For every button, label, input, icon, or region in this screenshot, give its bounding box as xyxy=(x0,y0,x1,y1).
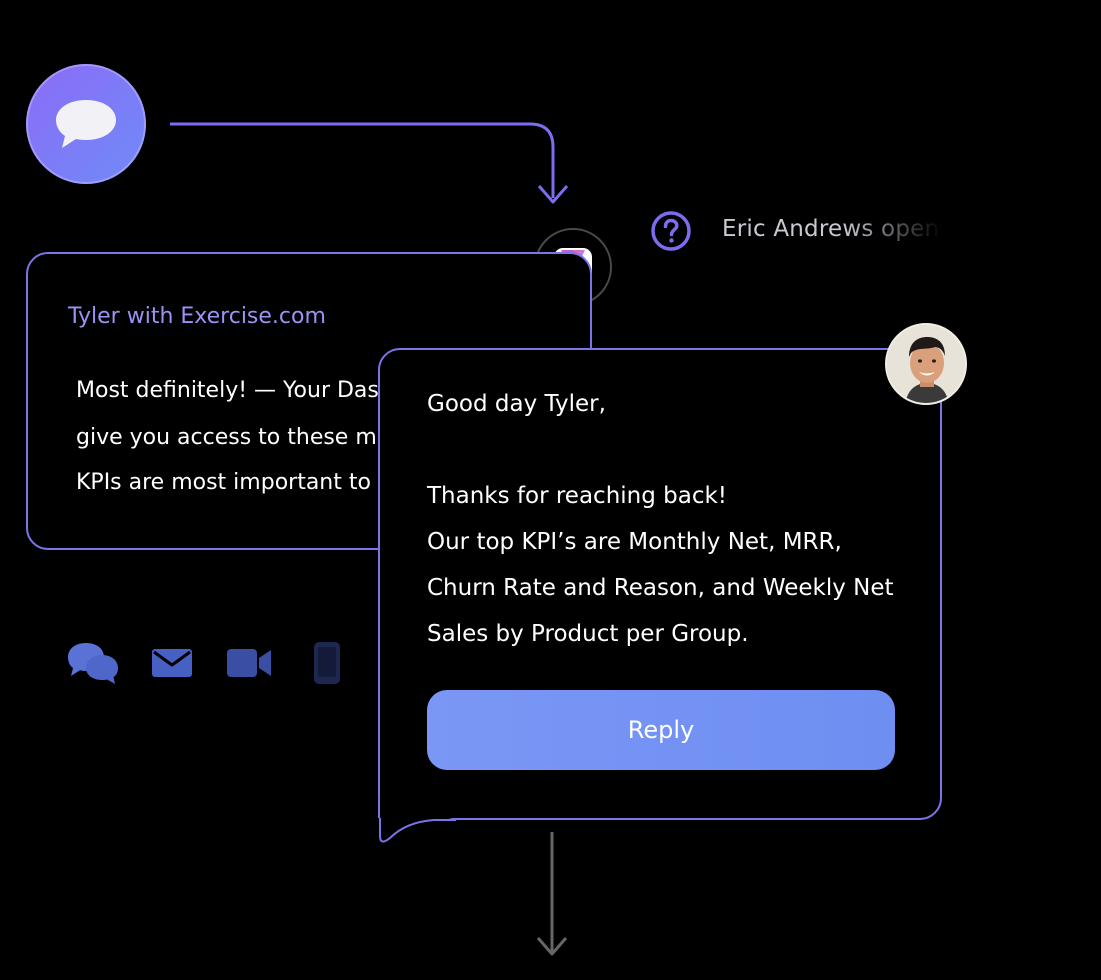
message-line: Sales by Product per Group. xyxy=(427,621,749,647)
message-line: Churn Rate and Reason, and Weekly Net xyxy=(427,575,894,601)
message-line: Thanks for reaching back! xyxy=(427,483,728,509)
phone-icon[interactable] xyxy=(311,640,343,686)
email-icon[interactable] xyxy=(150,640,194,686)
user-avatar xyxy=(887,325,965,403)
message-line: Our top KPI’s are Monthly Net, MRR, xyxy=(427,529,842,555)
message-card-reply[interactable]: Good day Tyler, Thanks for reaching back… xyxy=(378,348,942,820)
activity-text: Eric Andrews opened xyxy=(722,216,942,242)
message-line: Good day Tyler, xyxy=(427,391,606,417)
chat-icon[interactable] xyxy=(66,640,120,686)
message-line: KPIs are most important to you? xyxy=(76,470,431,495)
reply-button[interactable]: Reply xyxy=(427,690,895,770)
avatar[interactable] xyxy=(885,323,967,405)
video-icon[interactable] xyxy=(225,640,273,686)
sender-name: Tyler with Exercise.com xyxy=(68,304,326,329)
start-node[interactable] xyxy=(26,64,146,184)
speech-tail xyxy=(378,800,456,843)
message-bubble-icon xyxy=(56,100,116,148)
question-icon[interactable] xyxy=(650,210,692,252)
